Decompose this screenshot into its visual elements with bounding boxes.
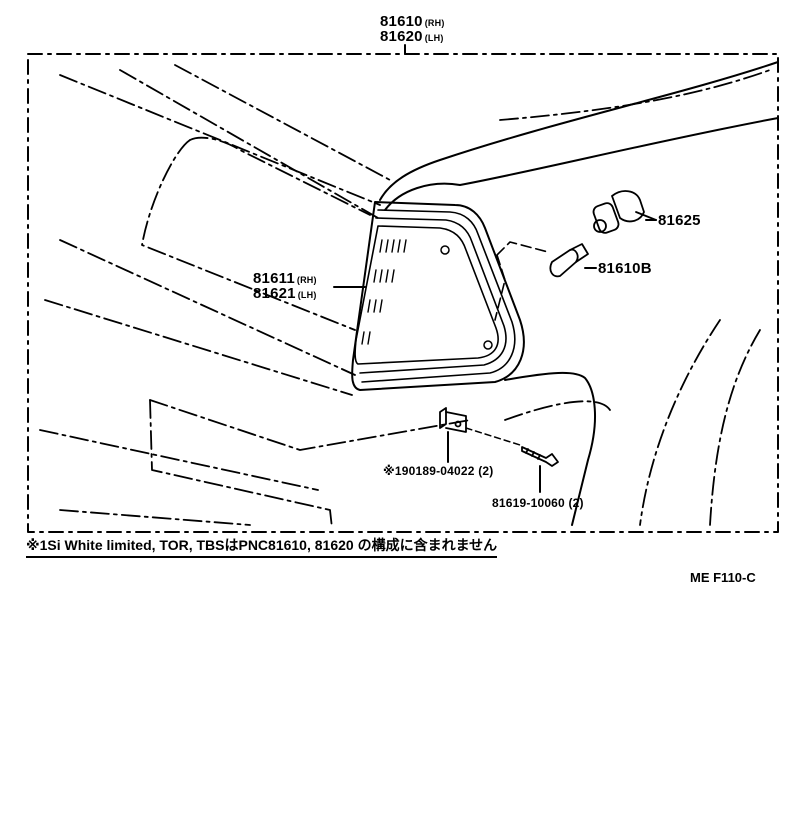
- label-81620: 81620(LH): [380, 28, 444, 45]
- label-81610B: 81610B: [598, 260, 652, 277]
- label-screw: 81619-10060 (2): [492, 496, 584, 510]
- roof-line-2: [384, 117, 779, 211]
- bumper-edge: [504, 371, 597, 526]
- roof-line: [379, 61, 779, 201]
- car-body-outline: [39, 64, 771, 529]
- lens-ribs: [361, 239, 407, 345]
- footnote: ※1Si White limited, TOR, TBSはPNC81610, 8…: [26, 535, 498, 558]
- bulb-81610B: [549, 243, 589, 278]
- corner-lamp: [351, 201, 525, 391]
- screw-81619: [521, 446, 559, 467]
- lamp-rim-2: [361, 209, 516, 383]
- clip-190189: [439, 407, 467, 433]
- bulb-phantom-line: [494, 241, 549, 321]
- assembly-frame: [27, 53, 779, 533]
- lens-mount-hole-2: [483, 340, 493, 350]
- lamp-lens-face: [354, 225, 499, 365]
- lens-mount-hole-1: [440, 245, 450, 255]
- clip-phantom: [465, 427, 521, 446]
- label-81621: 81621(LH): [253, 285, 317, 302]
- label-81625: 81625: [658, 212, 701, 229]
- label-81611: 81611(RH): [253, 270, 317, 287]
- label-81610: 81610(RH): [380, 13, 445, 30]
- illustration-code: ME F110-C: [690, 570, 756, 585]
- lamp-outer-rim: [351, 201, 525, 391]
- lamp-rim-3: [359, 217, 507, 374]
- socket-81625: [592, 190, 657, 234]
- label-clip: ※190189-04022 (2): [383, 464, 494, 478]
